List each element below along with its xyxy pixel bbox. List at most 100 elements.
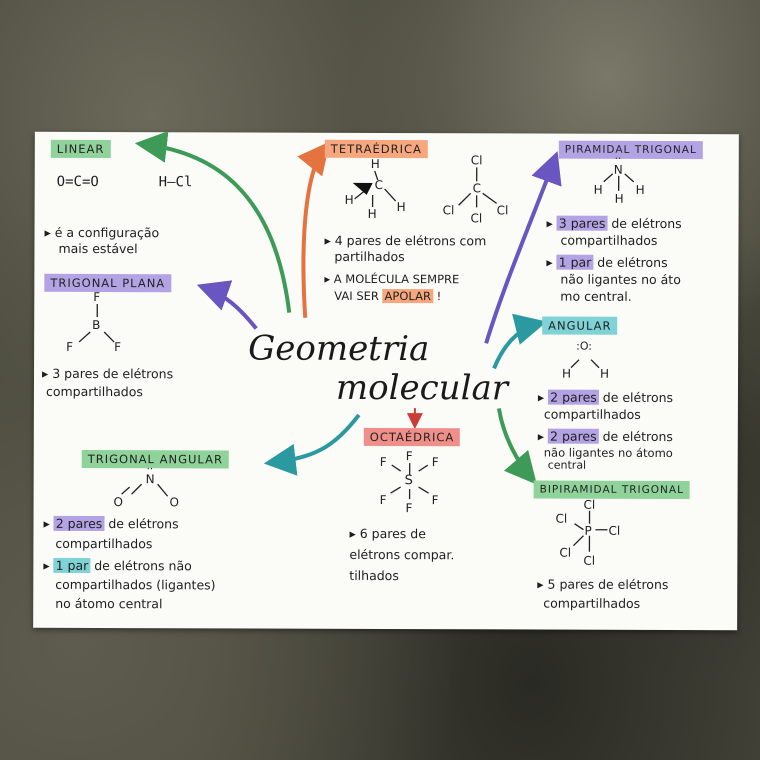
octaedrica-note-3: tilhados	[349, 567, 399, 584]
linear-note-2: mais estável	[58, 240, 138, 257]
atom-h-h2o-right: H	[600, 366, 610, 381]
tetraedrica-note-2b: VAI SER APOLAR !	[334, 288, 441, 304]
atom-s: S	[404, 473, 413, 489]
atom-f-oct-br: F	[431, 493, 439, 508]
atom-o-left: O	[113, 495, 124, 510]
piramidal-note-1: ▸ 3 pares de elétrons	[546, 215, 682, 232]
tetraedrica-note-2-text: A MOLÉCULA SEMPRE	[333, 271, 460, 287]
nh3-bonds	[603, 173, 635, 191]
octaedrica-note-1-text: 6 pares de	[359, 525, 426, 542]
atom-h-right: H	[396, 200, 406, 215]
atom-o-right: O	[169, 495, 180, 510]
wedge-bond	[352, 182, 373, 195]
trigonal-plana-note-1-text: 3 pares de elétrons	[52, 365, 174, 382]
piramidal-note-2-rest: de elétrons	[597, 254, 668, 270]
piramidal-note-1-rest: de elétrons	[611, 215, 682, 232]
lone-pairs-o: :O:	[576, 339, 593, 353]
trigonal-angular-note-1: ▸ 2 pares de elétrons	[43, 515, 179, 532]
atom-f-oct-bottom: F	[405, 501, 413, 516]
angular-note-1b: compartilhados	[543, 406, 641, 422]
main-title-line1: Geometria	[248, 328, 430, 370]
trigonal-angular-note-2: ▸ 1 par de elétrons não	[43, 557, 192, 574]
octaedrica-note-2: elétrons compar.	[349, 546, 455, 563]
trigonal-angular-2-pares: 2 pares	[53, 515, 105, 532]
trigonal-angular-1-par: 1 par	[53, 557, 91, 573]
tetraedrica-note-2-suffix: !	[436, 289, 442, 304]
no2-bonds	[121, 483, 169, 497]
study-card: Geometria molecular LINEAR O=C=O H–Cl ▸ …	[33, 131, 739, 631]
heading-linear: LINEAR	[50, 139, 111, 159]
heading-tetraedrica: TETRAÉDRICA	[324, 139, 428, 159]
angular-note-2-rest: de elétrons	[602, 428, 673, 445]
bipiramidal-note-1: ▸ 5 pares de elétrons	[537, 576, 669, 592]
atom-cl-pcl5-bl: Cl	[559, 545, 572, 560]
angular-2-pares-b: 2 pares	[548, 428, 599, 444]
piramidal-note-1b: compartilhados	[560, 232, 658, 248]
piramidal-note-2: ▸ 1 par de elétrons	[546, 254, 668, 270]
piramidal-3-pares: 3 pares	[556, 215, 608, 231]
main-title-line2: molecular	[335, 367, 509, 409]
bipiramidal-note-1-text: 5 pares de elétrons	[547, 576, 669, 592]
atom-h-top: H	[370, 156, 380, 171]
atom-o: O	[579, 339, 589, 353]
atom-p: P	[584, 523, 592, 538]
atom-f-left: F	[66, 339, 74, 354]
angular-note-2c: central	[547, 458, 587, 472]
trigonal-plana-note-2: compartilhados	[45, 383, 143, 400]
ccl4-bonds	[458, 167, 498, 208]
angular-note-1-rest: de elétrons	[602, 389, 674, 406]
trigonal-angular-note-1-rest: de elétrons	[108, 516, 179, 532]
atom-f-oct-bl: F	[379, 492, 387, 508]
tetraedrica-note-2-prefix: VAI SER	[334, 288, 379, 303]
linear-note-1: ▸ é a configuração	[44, 224, 160, 241]
arrow-tetraedrica	[297, 141, 330, 318]
trigonal-angular-note-2c: no átomo central	[55, 595, 163, 612]
linear-note-1-text: é a configuração	[54, 224, 160, 241]
atom-cl-top: Cl	[470, 153, 483, 168]
atom-h-nh3-bottom: H	[614, 191, 624, 206]
atom-f-right: F	[114, 340, 122, 355]
atom-cl-right: Cl	[496, 203, 509, 218]
ch4-bonds	[354, 170, 397, 207]
trigonal-angular-note-2-rest: de elétrons não	[94, 557, 192, 574]
piramidal-note-2c: mo central.	[560, 288, 632, 304]
atom-f-oct-top: F	[405, 449, 413, 464]
atom-h-h2o-left: H	[562, 366, 572, 381]
atom-n-no2: N	[145, 472, 155, 487]
atom-c-ccl4: C	[472, 181, 482, 196]
sf6-bonds	[390, 463, 429, 500]
atom-h-nh3-left: H	[593, 182, 603, 197]
apolar-highlight: APOLAR	[382, 288, 433, 304]
atom-h-nh3-right: H	[635, 182, 645, 197]
trigonal-angular-note-2b: compartilhados (ligantes)	[55, 576, 216, 593]
arrow-piramidal	[484, 151, 562, 344]
mind-map-arrows	[78, 131, 635, 552]
heading-trigonal-angular: TRIGONAL ANGULAR	[81, 449, 229, 469]
angular-2-pares-a: 2 pares	[548, 389, 599, 405]
atom-n: N	[613, 162, 623, 177]
tetraedrica-note-2: ▸ A MOLÉCULA SEMPRE	[324, 271, 460, 287]
tetraedrica-note-1: ▸ 4 pares de elétrons com	[324, 232, 487, 249]
tetraedrica-note-1b: partilhados	[334, 248, 405, 265]
atom-h-left: H	[344, 192, 354, 207]
angular-note-2: ▸ 2 pares de elétrons	[537, 428, 673, 445]
atom-f-oct-tr: F	[431, 455, 439, 470]
arrow-angular	[492, 313, 547, 370]
atom-f-oct-tl: F	[379, 454, 387, 470]
bf3-bonds	[78, 303, 115, 343]
formula-hcl: H–Cl	[158, 174, 193, 191]
formula-co2: O=C=O	[56, 173, 99, 190]
pcl5-bonds	[572, 510, 608, 552]
octaedrica-note-1: ▸ 6 pares de	[349, 525, 426, 542]
arrow-bipiramidal	[496, 408, 537, 485]
trigonal-plana-note-1: ▸ 3 pares de elétrons	[41, 365, 174, 382]
trigonal-angular-note-1b: compartilhados	[55, 535, 153, 552]
arrow-linear	[134, 131, 292, 313]
arrow-trigonal-angular	[263, 413, 361, 476]
atom-b: B	[92, 317, 101, 333]
arrow-trigonal-plana	[196, 280, 258, 330]
atom-c: C	[374, 177, 384, 192]
atom-f-top: F	[93, 289, 101, 305]
atom-h-bottom: H	[367, 206, 377, 221]
atom-cl-left: Cl	[442, 203, 455, 218]
